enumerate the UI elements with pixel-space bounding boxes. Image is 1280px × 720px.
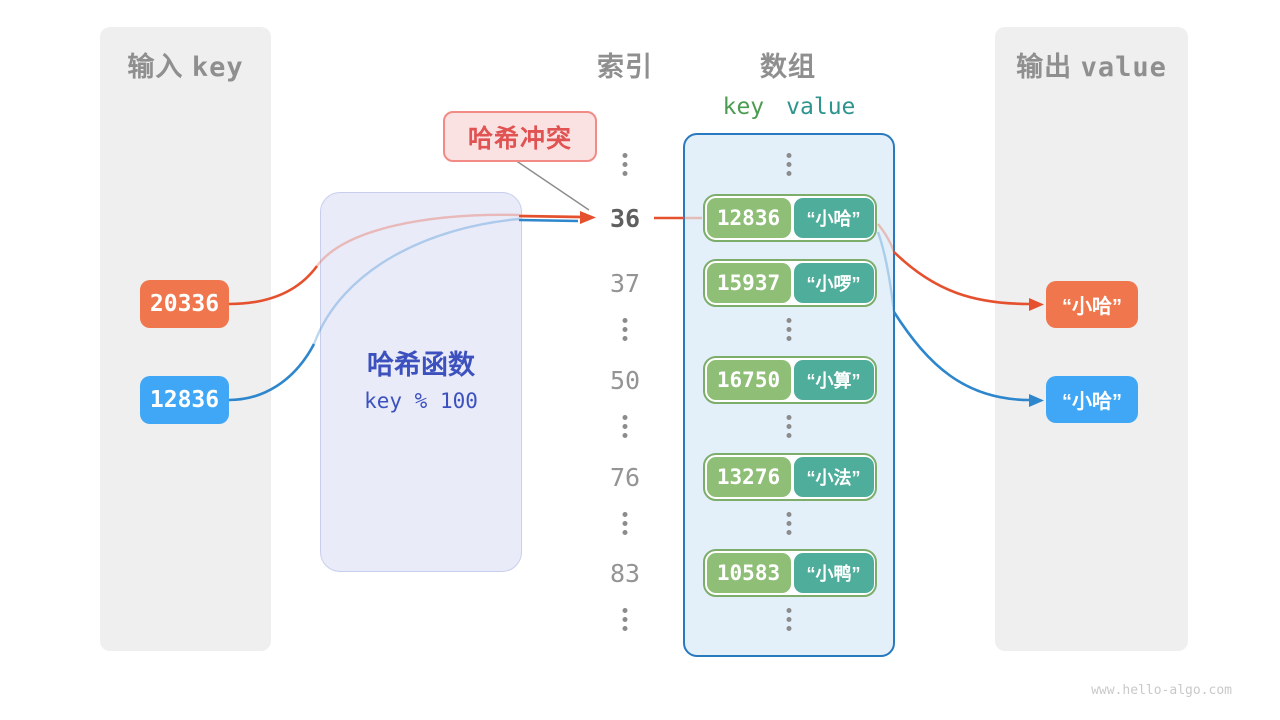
array-ellipsis [786,512,792,535]
input-panel-title-cjk: 输入 [127,52,184,82]
input-key-12836: 12836 [140,376,229,424]
array-row-36: 12836 “小哈” [703,194,877,242]
array-row-83: 10583 “小鸭” [703,549,877,597]
hash-function-title: 哈希函数 [367,350,475,380]
bucket-value: “小啰” [793,263,874,303]
array-ellipsis [786,153,792,176]
output-value-orange: “小哈” [1046,281,1138,328]
output-panel-title-cjk: 输出 [1016,52,1073,82]
output-panel-title-latin: value [1080,52,1167,83]
key-value-header: key value [723,94,856,120]
bucket-key: 13276 [706,457,791,497]
index-column-header: 索引 [597,52,653,82]
index-76: 76 [609,463,641,492]
array-row-37: 15937 “小啰” [703,259,877,307]
index-ellipsis [622,318,628,341]
array-ellipsis [786,318,792,341]
array-ellipsis [786,415,792,438]
collision-pointer-line [514,159,590,211]
output-value-blue: “小哈” [1046,376,1138,423]
input-panel-title: 输入 key [100,45,271,84]
watermark: www.hello-algo.com [1091,683,1232,698]
input-key-20336: 20336 [140,280,229,328]
bucket-value: “小鸭” [793,553,874,593]
index-ellipsis [622,415,628,438]
hash-function-formula: key % 100 [364,389,478,413]
bucket-value: “小算” [793,360,874,400]
bucket-value: “小哈” [793,198,874,238]
flow-orange-exit [518,214,582,219]
value-header: value [786,94,856,120]
index-50: 50 [609,366,641,395]
bucket-value: “小法” [793,457,874,497]
index-83: 83 [609,559,641,588]
output-panel: 输出 value [995,27,1188,651]
hash-function-box: 哈希函数 key % 100 [320,192,522,572]
key-header: key [722,94,765,120]
bucket-key: 16750 [706,360,791,400]
array-ellipsis [786,608,792,631]
bucket-key: 10583 [706,553,791,593]
index-ellipsis [622,608,628,631]
index-ellipsis [622,512,628,535]
bucket-key: 12836 [706,198,791,238]
array-column-header: 数组 [760,52,816,82]
hash-collision-label: 哈希冲突 [443,111,597,162]
index-37: 37 [609,269,641,298]
index-ellipsis [622,153,628,176]
input-panel-title-latin: key [191,52,244,83]
array-row-76: 13276 “小法” [703,453,877,501]
array-row-50: 16750 “小算” [703,356,877,404]
arrowhead-to-index-36 [580,211,596,224]
input-panel: 输入 key [100,27,271,651]
output-panel-title: 输出 value [995,45,1188,84]
index-36: 36 [609,204,641,233]
bucket-key: 15937 [706,263,791,303]
flow-blue-exit [518,218,579,223]
